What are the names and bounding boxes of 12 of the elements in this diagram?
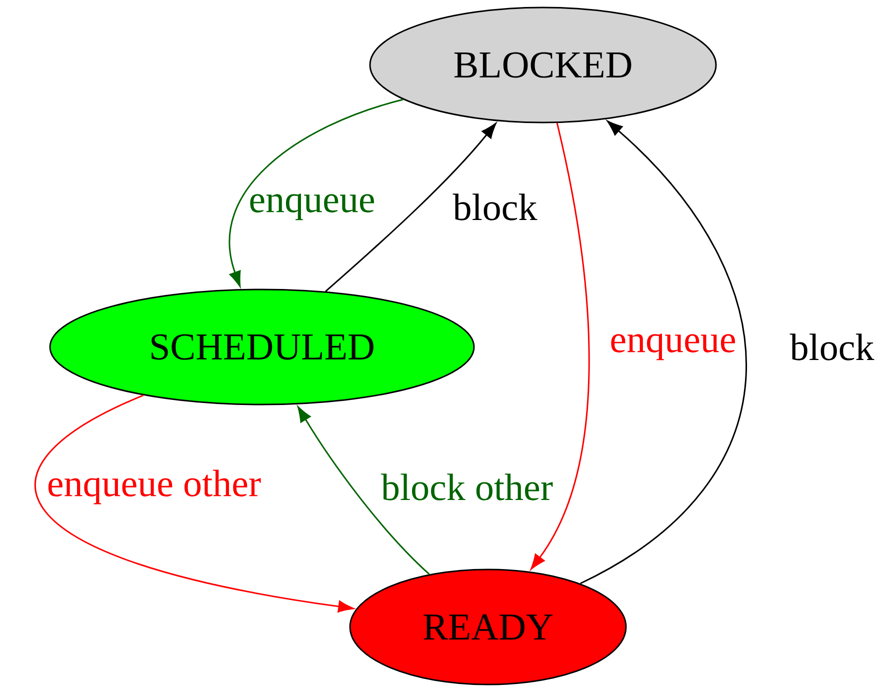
- arrow: [530, 122, 590, 570]
- edge-label: block other: [380, 472, 554, 502]
- arrow: [298, 406, 430, 575]
- arrow: [229, 98, 404, 287]
- edge-label: block: [788, 332, 876, 362]
- arrow: [325, 122, 496, 292]
- edge-label: enqueue: [248, 192, 376, 222]
- arrow: [35, 394, 354, 612]
- arrow: [580, 120, 747, 584]
- edge-label: enqueue other: [46, 468, 262, 506]
- edge-label: block: [452, 192, 538, 222]
- edge-label: enqueue: [608, 332, 738, 362]
